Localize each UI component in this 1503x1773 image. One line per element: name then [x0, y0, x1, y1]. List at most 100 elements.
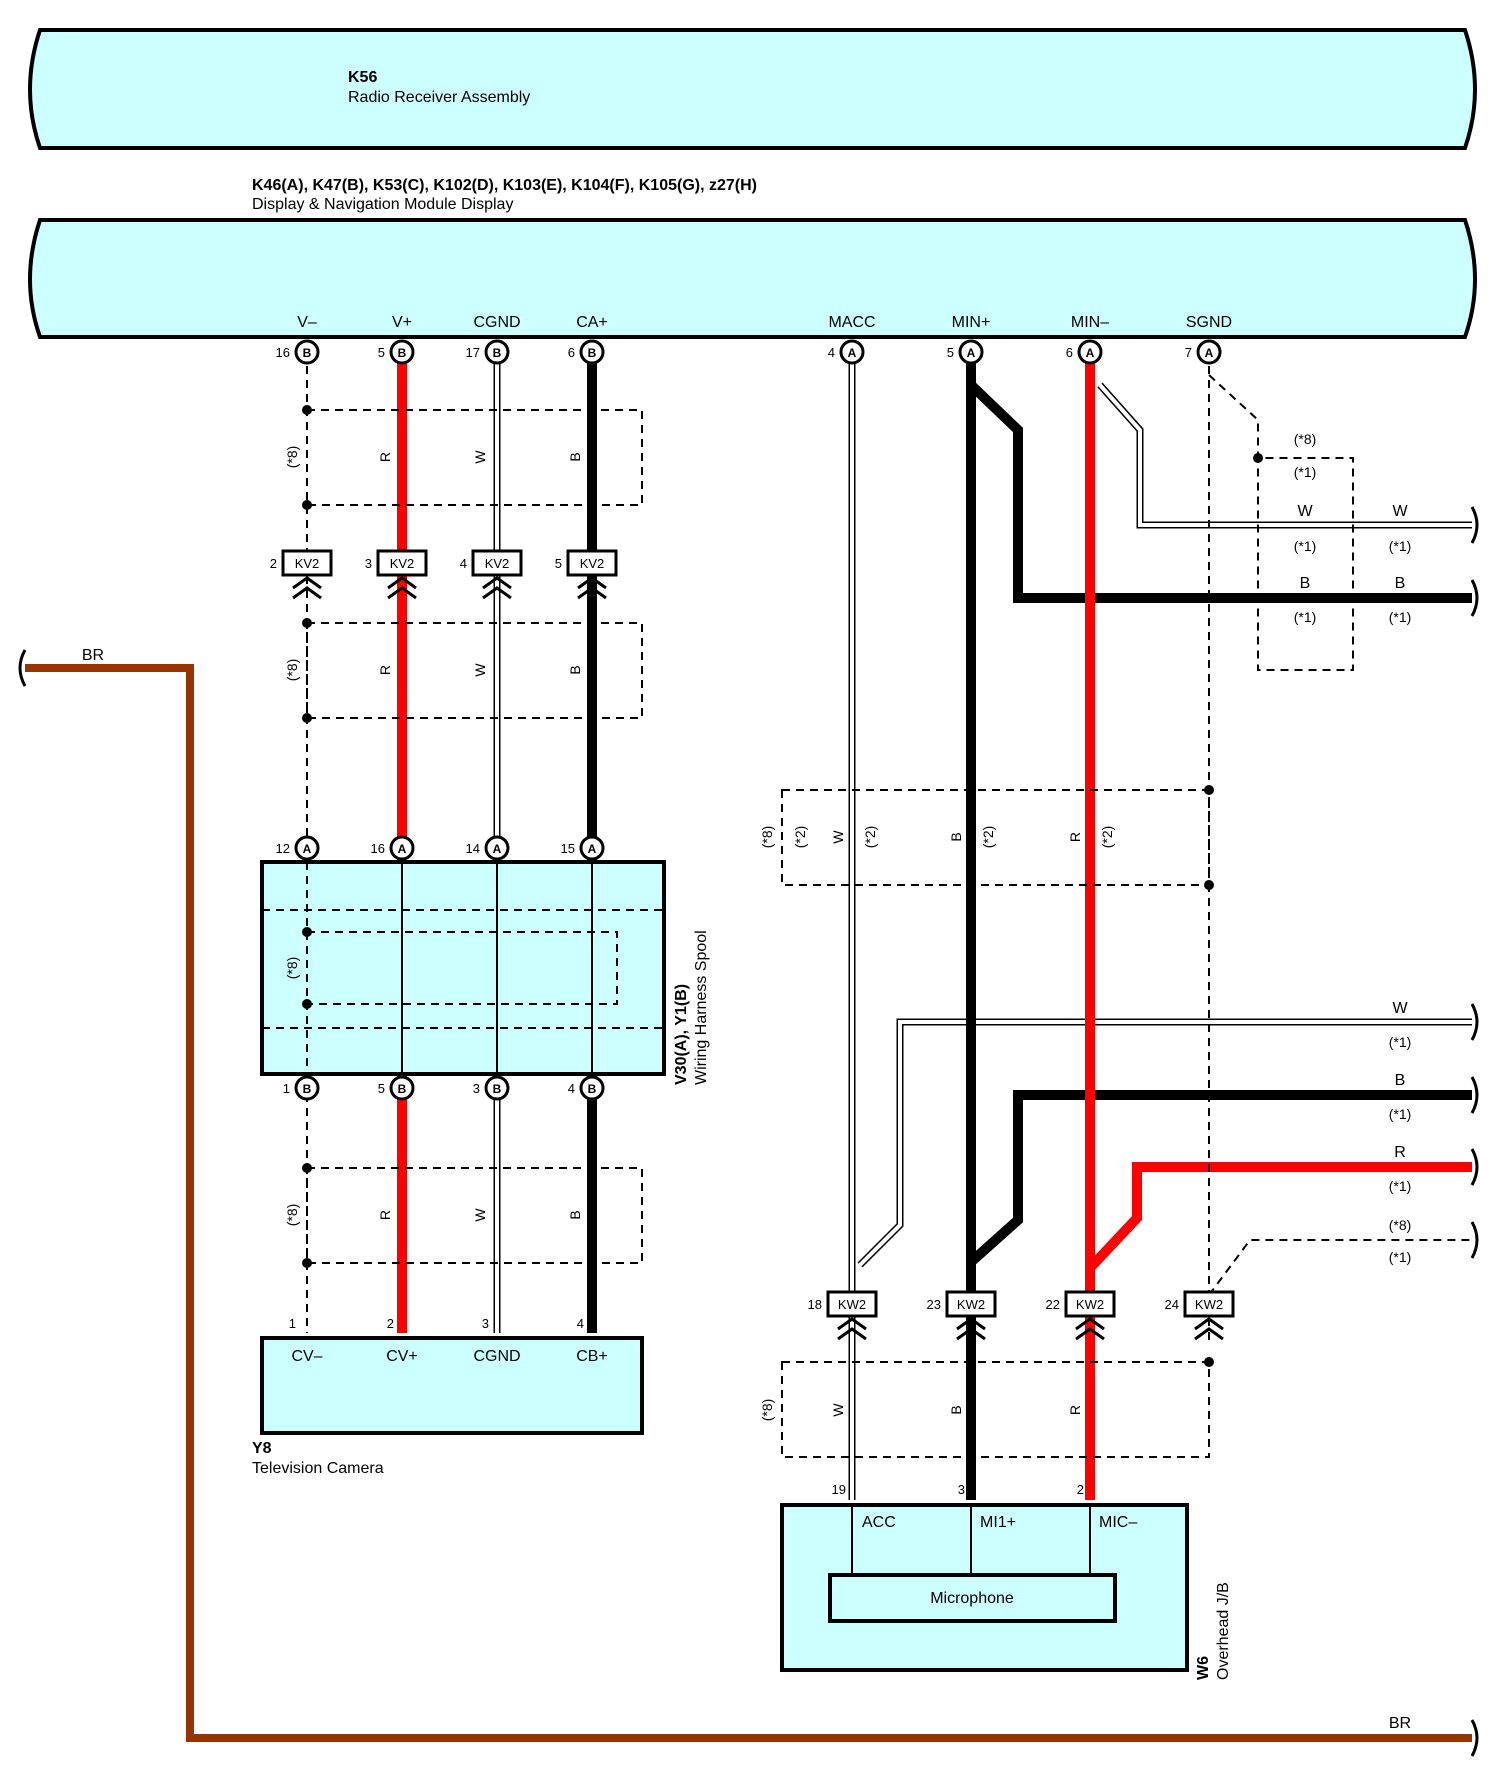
radio-name: Radio Receiver Assembly	[348, 89, 530, 106]
svg-text:5: 5	[378, 345, 385, 360]
spool-top-connectors: A 12 A16 A14 A 15	[276, 835, 605, 861]
inline-connector-kv2: KV2 5	[555, 549, 618, 600]
note-label: (*1)	[1389, 1178, 1412, 1194]
pin-connector: B6	[568, 339, 605, 365]
note-label: (*2)	[980, 826, 996, 849]
note-label: (*8)	[284, 1204, 300, 1227]
svg-text:A: A	[398, 842, 407, 856]
note-label: (*8)	[759, 1399, 775, 1422]
svg-text:A: A	[303, 842, 312, 856]
display-module-panel	[28, 218, 1477, 339]
wire-break-left	[18, 649, 27, 687]
camera-pin-name: CB+	[576, 1348, 608, 1365]
svg-text:18: 18	[808, 1297, 822, 1312]
wire-label: W	[472, 1208, 488, 1222]
svg-text:4: 4	[568, 1081, 575, 1096]
wire-label: W	[1392, 1000, 1408, 1017]
camera-name: Television Camera	[252, 1460, 384, 1477]
wire-label: R	[377, 1210, 393, 1220]
svg-text:5: 5	[947, 345, 954, 360]
wire-sgnd-branch-top	[1208, 374, 1354, 671]
pin-connector: A16	[371, 835, 415, 861]
pin-number: 3	[958, 1482, 965, 1497]
wire-min-minus-branch	[1086, 1162, 1472, 1272]
wire-br	[25, 664, 1472, 1742]
pin-name: MACC	[828, 314, 875, 331]
shield-dots-right	[1204, 453, 1263, 1367]
pin-connector: A5	[947, 339, 984, 365]
camera-pin-name: CGND	[473, 1348, 520, 1365]
wire-label: R	[377, 452, 393, 462]
svg-text:KW2: KW2	[838, 1297, 866, 1312]
note-label: (*1)	[1294, 464, 1317, 480]
wire-label: BR	[1389, 1715, 1411, 1732]
svg-text:A: A	[1086, 346, 1095, 360]
note-label: (*2)	[1099, 826, 1115, 849]
pin-connector: A 12	[276, 835, 320, 861]
svg-text:15: 15	[561, 841, 575, 856]
svg-text:A: A	[493, 842, 502, 856]
pin-connector: B4	[568, 1075, 605, 1101]
pin-name: V+	[392, 314, 412, 331]
pin-connector: B1	[283, 1075, 320, 1101]
pin-number: 3	[482, 1316, 489, 1331]
right-shield-labels: (*8) (*2) W (*2) B (*2) R (*2) (*8) W B …	[759, 826, 1115, 1422]
wire-min-plus-branch-bottom	[967, 1090, 1472, 1266]
inline-connector-kw2: KW2 22	[1046, 1290, 1116, 1341]
svg-text:4: 4	[460, 556, 467, 571]
camera-pin-name: CV–	[291, 1348, 322, 1365]
pin-connector: A14	[466, 835, 510, 861]
pin-connector: B16	[276, 339, 320, 365]
svg-text:KV2: KV2	[485, 556, 510, 571]
pin-connector: B5	[378, 1075, 415, 1101]
svg-text:B: B	[493, 346, 502, 360]
svg-text:A: A	[588, 842, 597, 856]
note-label: (*8)	[284, 446, 300, 469]
svg-text:22: 22	[1046, 1297, 1060, 1312]
radio-receiver-panel: K56 Radio Receiver Assembly	[28, 28, 1477, 150]
svg-text:B: B	[588, 346, 597, 360]
mic-pin-name: ACC	[862, 1514, 896, 1531]
note-label: (*8)	[284, 659, 300, 682]
wire-label: B	[948, 1405, 964, 1414]
note-label: (*1)	[1389, 538, 1412, 554]
wire-label: B	[567, 665, 583, 674]
svg-text:5: 5	[555, 556, 562, 571]
svg-text:B: B	[588, 1082, 597, 1096]
inline-connector-kw2: KW2 23	[927, 1290, 997, 1341]
wire-label: W	[830, 1403, 846, 1417]
television-camera: CV– CV+ CGND CB+	[260, 1336, 644, 1435]
pin-name: CA+	[576, 314, 608, 331]
spool-name: Wiring Harness Spool	[693, 930, 710, 1085]
svg-text:A: A	[1205, 346, 1214, 360]
svg-text:KV2: KV2	[580, 556, 605, 571]
wire-label: B	[948, 832, 964, 841]
svg-text:B: B	[398, 346, 407, 360]
pin-name: CGND	[473, 314, 520, 331]
note-label: (*1)	[1294, 538, 1317, 554]
note-label: (*2)	[862, 826, 878, 849]
wire-label: B	[567, 1210, 583, 1219]
svg-text:3: 3	[473, 1081, 480, 1096]
wire-min-plus-branch-top	[967, 381, 1472, 603]
inline-connector-kw2: KW2 18	[808, 1290, 878, 1341]
wire-macc-branch	[857, 1018, 1472, 1268]
svg-text:12: 12	[276, 841, 290, 856]
note-label: (*1)	[1389, 1106, 1412, 1122]
inline-connector-kv2: KV2 3	[365, 549, 428, 600]
pin-name: MIN–	[1071, 314, 1109, 331]
note-label: (*8)	[284, 957, 300, 980]
svg-text:A: A	[967, 346, 976, 360]
pin-connector: B5	[378, 339, 415, 365]
inline-connector-kw2: KW2 24	[1165, 1290, 1235, 1341]
svg-text:KW2: KW2	[1076, 1297, 1104, 1312]
wire-label: W	[1297, 503, 1313, 520]
inline-connector-kv2: KV2 2	[270, 549, 333, 600]
inline-connector-kv2: KV2 4	[460, 549, 523, 600]
microphone-label: Microphone	[930, 1590, 1014, 1607]
svg-text:1: 1	[283, 1081, 290, 1096]
svg-text:7: 7	[1185, 345, 1192, 360]
right-wire-labels: W W (*1) (*1) B B (*1) (*1) (*8) (*1) W …	[82, 431, 1411, 1732]
svg-text:2: 2	[270, 556, 277, 571]
